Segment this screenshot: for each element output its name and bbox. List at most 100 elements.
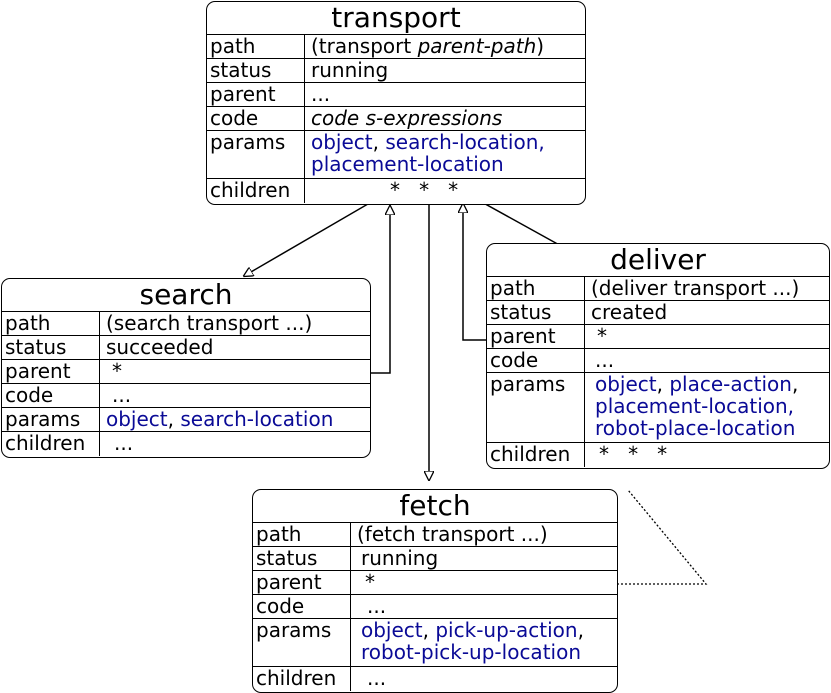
row-value: code s-expressions [311,106,503,130]
row-value: ... [112,383,132,407]
row-parent: parent * [253,571,617,595]
row-params: params object, search-location, placemen… [207,131,585,179]
row-key: path [2,312,100,335]
param-separator: , [167,407,181,431]
row-value: object, place-action, placement-location… [585,373,829,442]
row-key: parent [253,571,351,594]
row-value: * [365,570,375,594]
param-robot-pick-up-location: robot-pick-up-location [361,640,581,664]
row-value: (search transport ...) [106,311,313,335]
row-children: children ... [2,432,370,456]
row-status: status running [253,547,617,571]
param-object: object [106,407,168,431]
row-key: params [2,408,100,431]
param-separator: , [372,130,386,154]
row-status: status succeeded [2,336,370,360]
row-value: ... [595,348,615,372]
row-key: code [253,595,351,618]
row-key: children [2,432,100,456]
row-status: status created [487,301,829,325]
row-key: parent [487,325,585,348]
row-key: status [487,301,585,324]
param-separator: , [791,372,799,396]
row-code: code code s-expressions [207,107,585,131]
param-search-location: search-location [180,407,334,431]
row-key: path [253,523,351,546]
row-value: ... [367,594,387,618]
row-key: path [207,35,305,58]
param-object: object [311,130,373,154]
row-value: running [361,546,439,570]
param-placement-location: placement-location [311,152,504,176]
row-value: (transport parent-path) [305,35,585,58]
row-key: params [487,373,585,442]
param-search-location: search-location, [385,130,545,154]
row-key: parent [2,360,100,383]
path-suffix: ) [536,34,545,58]
row-value: ... [367,666,387,690]
row-value: object, pick-up-action, robot-pick-up-lo… [351,619,617,666]
row-code: code ... [2,384,370,408]
row-key: code [487,349,585,372]
row-code: code ... [487,349,829,373]
row-value: * * * [599,442,668,466]
row-children: children * * * [487,443,829,467]
row-parent: parent ... [207,83,585,107]
row-key: code [2,384,100,407]
fetch-node: fetch path (fetch transport ...) status … [252,489,618,693]
row-key: status [207,59,305,82]
node-title: fetch [253,490,617,523]
param-placement-location: placement-location, [595,394,795,418]
row-path: path (search transport ...) [2,312,370,336]
row-value: * [597,324,607,348]
parent-link-deliver [463,204,486,341]
row-value: object, search-location [100,408,370,431]
param-separator: , [422,618,436,642]
deliver-node: deliver path (deliver transport ...) sta… [486,243,830,469]
param-object: object [595,372,657,396]
row-params: params object, place-action, placement-l… [487,373,829,443]
row-key: path [487,277,585,300]
parent-link-fetch-dotted [617,489,708,585]
param-place-action: place-action [669,372,792,396]
param-object: object [361,618,423,642]
row-parent: parent * [2,360,370,384]
search-node: search path (search transport ...) statu… [1,278,371,458]
node-title: transport [207,2,585,35]
row-value: succeeded [106,335,214,359]
row-key: code [207,107,305,130]
row-value: (fetch transport ...) [357,522,548,546]
row-key: params [253,619,351,666]
row-path: path (transport parent-path) [207,35,585,59]
row-key: params [207,131,305,178]
row-path: path (fetch transport ...) [253,523,617,547]
row-value: ... [311,82,331,106]
path-prefix: (transport [311,34,418,58]
row-key: status [253,547,351,570]
param-separator: , [656,372,670,396]
row-path: path (deliver transport ...) [487,277,829,301]
row-value: running [311,58,389,82]
row-children: children * * * [207,179,585,203]
row-key: children [487,443,585,467]
row-parent: parent * [487,325,829,349]
transport-node: transport path (transport parent-path) s… [206,1,586,205]
row-key: status [2,336,100,359]
row-key: children [253,667,351,691]
row-code: code ... [253,595,617,619]
param-pick-up-action: pick-up-action [435,618,578,642]
row-value: object, search-location, placement-locat… [305,131,585,178]
row-key: children [207,179,305,203]
parent-link-search [370,206,390,374]
row-value: ... [114,431,134,455]
row-params: params object, pick-up-action, robot-pic… [253,619,617,667]
row-status: status running [207,59,585,83]
row-value: * * * [390,178,459,202]
param-separator: , [577,618,584,642]
row-value: * [112,359,122,383]
param-robot-place-location: robot-place-location [595,416,796,440]
path-italic: parent-path [417,34,537,58]
row-value: created [591,300,668,324]
node-title: search [2,279,370,312]
row-value: (deliver transport ...) [591,276,800,300]
